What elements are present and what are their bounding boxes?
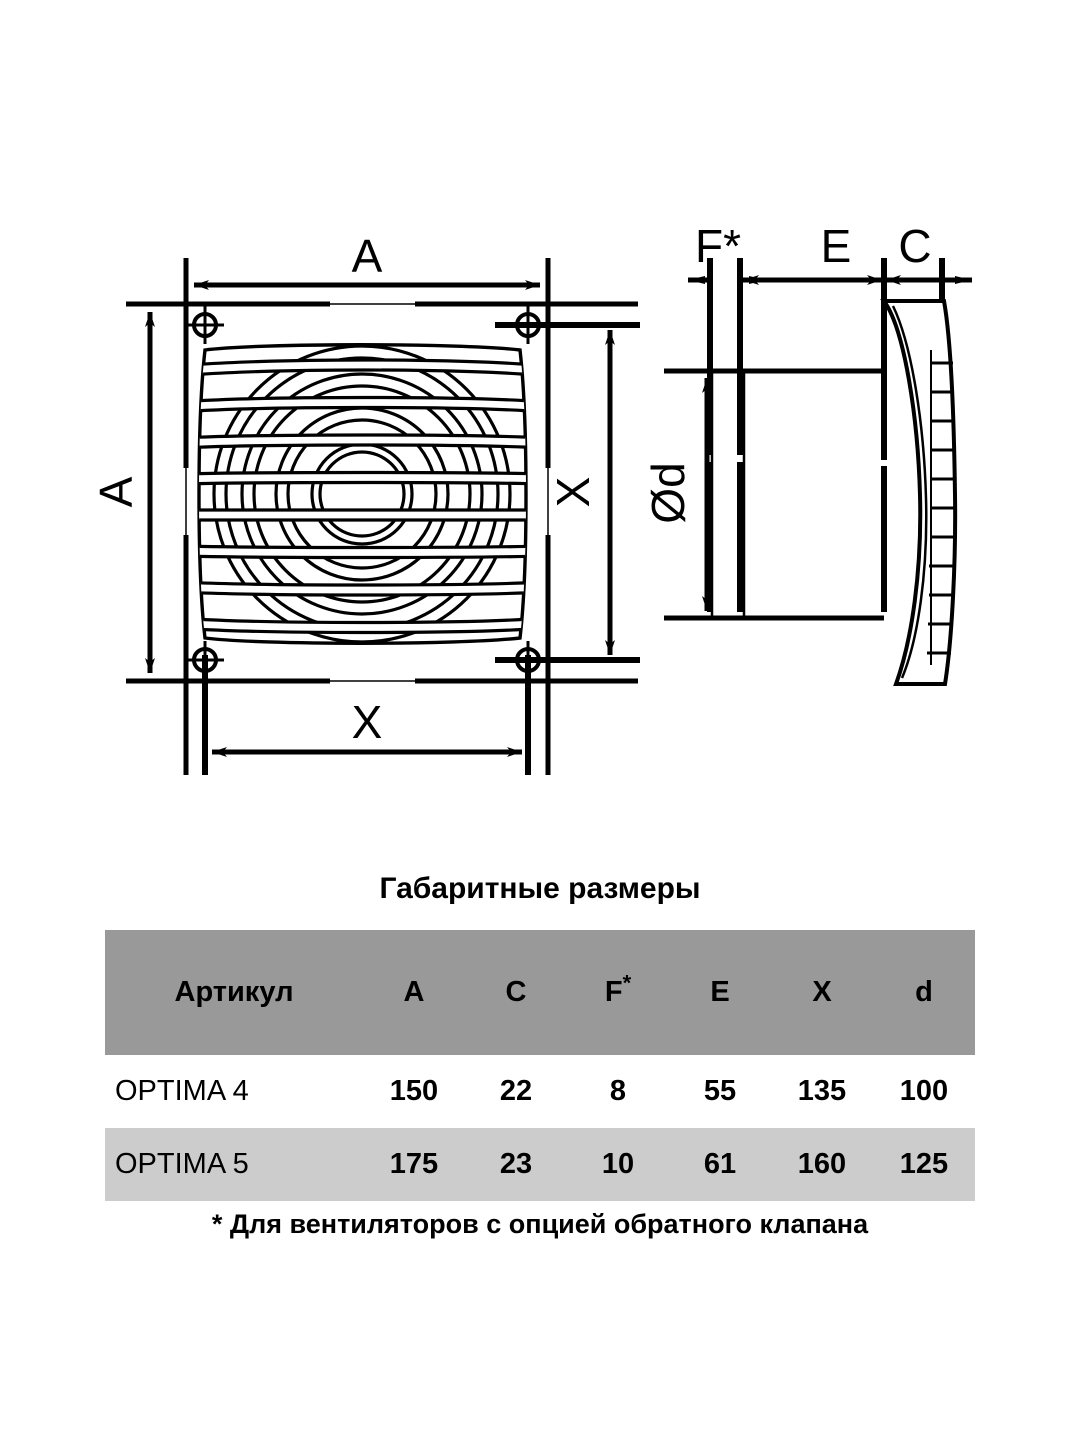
cell-x: 135 <box>797 1075 847 1107</box>
side-view-duct-lines <box>664 368 884 621</box>
table-row: OPTIMA 5 175 23 10 61 160 125 <box>105 1128 975 1201</box>
dimensions-table-area: Габаритные размеры Артикул A C F* E X d … <box>0 840 1080 1440</box>
grille-concentric-rings <box>212 344 512 644</box>
dimension-a-top: A <box>194 230 540 290</box>
technical-drawing-area: A A X X <box>90 220 972 775</box>
header-f: F* <box>567 930 669 1055</box>
dimension-a-top-label: A <box>352 230 383 282</box>
cell-c: 22 <box>499 1075 533 1107</box>
cell-x: 160 <box>797 1148 847 1180</box>
header-a: A <box>403 976 425 1008</box>
grille-slats <box>199 358 526 635</box>
header-f-star: * <box>622 970 632 996</box>
cell-e: 61 <box>703 1148 737 1180</box>
dimension-diameter-d: Ød <box>642 378 712 611</box>
dimension-a-left-label: A <box>90 476 142 507</box>
table-body: OPTIMA 4 150 22 8 55 135 100 OPTIMA 5 17… <box>105 1055 975 1201</box>
front-plate-outline <box>185 303 549 682</box>
header-e: E <box>710 976 730 1008</box>
cell-a: 175 <box>389 1148 439 1180</box>
dimension-e-label: E <box>821 220 852 272</box>
grille-outline <box>197 343 528 645</box>
grille-inner <box>199 344 526 644</box>
screw-hole-center-extension-lines <box>202 322 640 775</box>
cell-c: 23 <box>499 1148 533 1180</box>
cell-e: 55 <box>703 1075 737 1107</box>
dimension-diameter-label: Ød <box>642 462 694 523</box>
front-view-group: A A X X <box>90 230 640 775</box>
side-view-group: F* E C Ød <box>642 220 972 686</box>
side-profile-outline <box>880 299 958 686</box>
side-profile-body <box>880 299 958 686</box>
table-title: Габаритные размеры <box>379 872 701 905</box>
dimension-x-bottom: X <box>212 696 522 757</box>
dimension-a-left: A <box>90 312 155 673</box>
cell-article: OPTIMA 5 <box>115 1148 249 1180</box>
dimension-x-right-label: X <box>547 477 599 508</box>
dimension-x-right: X <box>547 330 615 655</box>
dimension-x-bottom-label: X <box>352 696 383 748</box>
header-d: d <box>915 976 933 1008</box>
fan-technical-drawing-svg: A A X X <box>90 220 972 775</box>
screw-hole-top-left <box>186 306 224 344</box>
table-footnote: * Для вентиляторов с опцией обратного кл… <box>211 1209 869 1239</box>
table-row: OPTIMA 4 150 22 8 55 135 100 <box>105 1055 975 1128</box>
cell-d: 100 <box>899 1075 949 1107</box>
dimension-f-label: F* <box>695 220 741 272</box>
side-profile-inner-line <box>891 305 928 679</box>
dimensions-table: Артикул A C F* E X d OPTIMA 4 150 22 8 5… <box>105 930 975 1201</box>
header-c: C <box>505 976 527 1008</box>
cell-article: OPTIMA 4 <box>115 1075 249 1107</box>
header-x: X <box>812 976 832 1008</box>
cell-f: 10 <box>601 1148 635 1180</box>
cell-f: 8 <box>609 1075 627 1107</box>
cell-d: 125 <box>899 1148 949 1180</box>
dimension-c-label: C <box>898 220 931 272</box>
front-grille <box>197 343 528 645</box>
table-header-row: Артикул A C F* E X d <box>105 930 975 1055</box>
header-article: Артикул <box>174 976 294 1008</box>
header-f-text: F <box>604 976 623 1008</box>
table-header: Артикул A C F* E X d <box>105 930 975 1055</box>
cell-a: 150 <box>389 1075 439 1107</box>
